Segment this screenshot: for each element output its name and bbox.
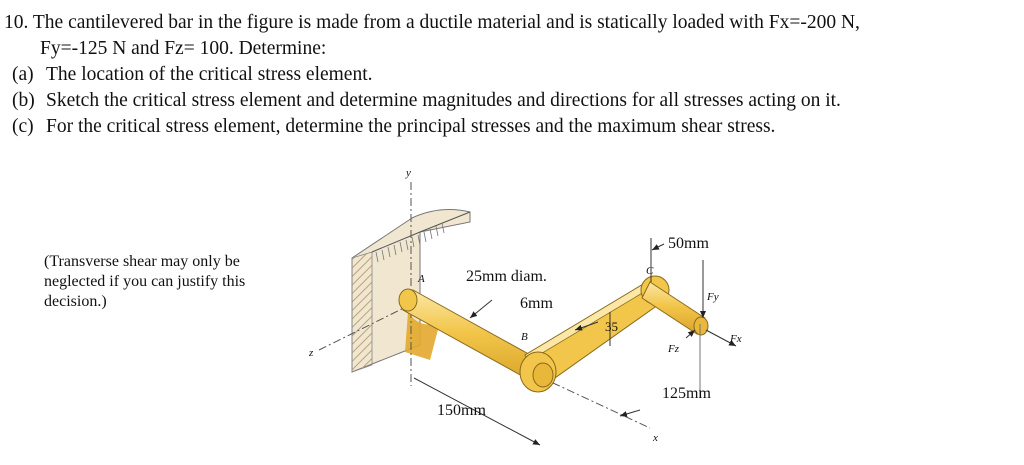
point-b-label: B [521,331,528,343]
axis-z-label: z [308,347,314,359]
point-c-label: C [646,265,654,277]
problem-line-1: 10. The cantilevered bar in the figure i… [4,12,860,33]
dim-125-label: 125mm [662,385,711,402]
dim-50-arrow [651,243,665,251]
dim-150-line [413,377,541,446]
part-c-label: (c) [12,116,34,137]
dim-150-label: 150mm [437,402,486,419]
dim-thickness-label: 6mm [520,295,553,312]
part-b-label: (b) [12,90,35,111]
force-fx-label: Fx [729,333,742,345]
part-c-text: For the critical stress element, determi… [46,116,776,137]
dim-diameter-leader [469,299,493,319]
axis-x-label: x [652,432,658,444]
axis-y-label: y [405,167,411,179]
axes [318,182,651,429]
dim-125-line [619,409,641,417]
part-a: (a) The location of the critical stress … [4,62,1020,88]
force-fy-label: Fy [706,291,719,303]
force-fx-arrow [705,329,737,347]
rod-cd [641,281,709,336]
part-b-text: Sketch the critical stress element and d… [46,90,841,111]
problem-line-2: Fy=-125 N and Fz= 100. Determine: [40,38,327,59]
dim-diameter-label: 25mm diam. [466,268,547,285]
part-c: (c) For the critical stress element, det… [4,114,1020,140]
dim-50-label: 50mm [668,235,709,252]
transverse-shear-note: (Transverse shear may only be neglected … [44,253,246,310]
part-b: (b) Sketch the critical stress element a… [4,88,1020,114]
force-fz-label: Fz [667,343,680,355]
part-a-text: The location of the critical stress elem… [46,64,373,85]
dim-thickness-leader [574,321,599,331]
point-a-label: A [417,273,425,285]
part-a-label: (a) [12,64,34,85]
problem-statement: 10. The cantilevered bar in the figure i… [4,10,1020,140]
crank-plate [519,275,670,393]
force-fz-arrow [685,329,696,339]
dim-35-label: 35 [605,319,618,334]
